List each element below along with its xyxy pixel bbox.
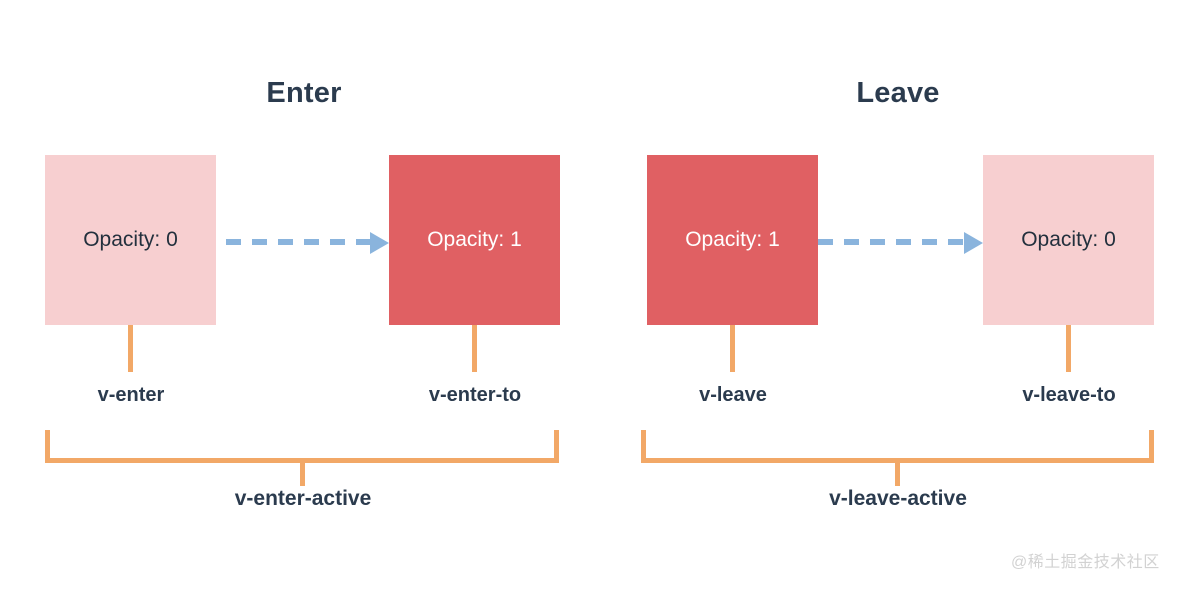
class-label-v-enter-active: v-enter-active — [234, 487, 372, 510]
class-label-v-leave-to: v-leave-to — [1022, 384, 1116, 406]
connector-stub-leave-from — [730, 325, 735, 372]
bracket-stub-leave-active — [895, 463, 900, 486]
connector-stub-enter-to — [472, 325, 477, 372]
class-label-v-enter-to: v-enter-to — [428, 384, 522, 406]
state-box-enter-from: Opacity: 0 — [45, 155, 216, 325]
section-title-enter: Enter — [266, 77, 342, 109]
dashed-arrow-right-icon-enter — [226, 232, 389, 254]
class-label-v-leave-active: v-leave-active — [829, 487, 967, 510]
dashed-arrow-right-icon-leave — [818, 232, 983, 254]
class-label-v-leave: v-leave — [699, 384, 767, 406]
bracket-enter-active — [45, 430, 559, 463]
watermark: @稀土掘金技术社区 — [1011, 554, 1160, 571]
arrow-head-enter — [370, 232, 389, 254]
state-box-leave-from: Opacity: 1 — [647, 155, 818, 325]
state-box-enter-from-label: Opacity: 0 — [83, 228, 178, 251]
arrow-line-leave — [818, 239, 965, 245]
connector-stub-leave-to — [1066, 325, 1071, 372]
state-box-leave-to: Opacity: 0 — [983, 155, 1154, 325]
arrow-line-enter — [226, 239, 371, 245]
state-box-leave-from-label: Opacity: 1 — [685, 228, 780, 251]
section-title-leave: Leave — [856, 77, 940, 109]
bracket-leave-active — [641, 430, 1154, 463]
bracket-stub-enter-active — [300, 463, 305, 486]
state-box-enter-to: Opacity: 1 — [389, 155, 560, 325]
arrow-head-leave — [964, 232, 983, 254]
state-box-leave-to-label: Opacity: 0 — [1021, 228, 1116, 251]
class-label-v-enter: v-enter — [97, 384, 165, 406]
connector-stub-enter-from — [128, 325, 133, 372]
state-box-enter-to-label: Opacity: 1 — [427, 228, 522, 251]
